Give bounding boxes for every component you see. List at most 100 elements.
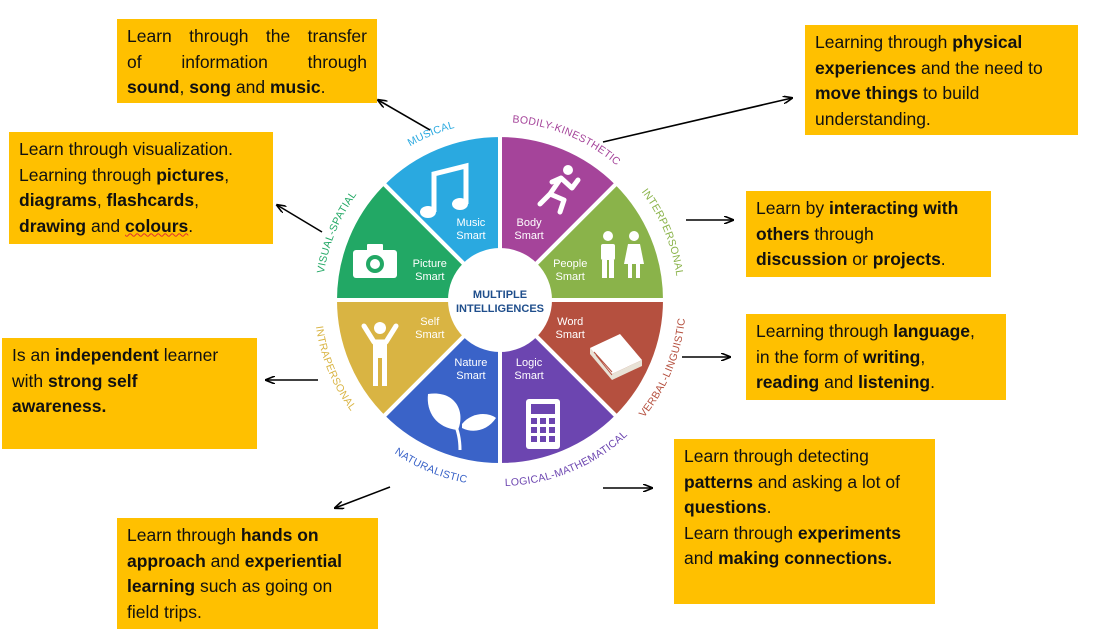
- intra-bold: strong self: [47, 370, 138, 391]
- nat-bold: learning: [127, 576, 196, 596]
- inter-text: Learn by: [756, 198, 829, 218]
- nat-text: and: [205, 550, 245, 571]
- inter-text: .: [940, 249, 946, 269]
- logic-bold: making connections.: [718, 548, 893, 568]
- musical-text: and: [231, 77, 270, 97]
- visual-spatial-description-box: Learn through visualization. Learning th…: [9, 132, 273, 244]
- inter-bold: interacting with: [828, 198, 959, 218]
- logic-text: Learn through: [684, 522, 798, 543]
- book-icon: [590, 334, 642, 380]
- visual-line1: Learn through visualization.: [19, 139, 234, 159]
- verbal-text: .: [930, 372, 935, 392]
- segment-label-people: People: [553, 258, 587, 270]
- musical-bold-music: music: [270, 77, 321, 97]
- visual-text: ,: [96, 190, 107, 210]
- naturalistic-description-box: Learn through hands on approach and expe…: [117, 518, 378, 629]
- inter-text: through: [809, 223, 874, 244]
- musical-description-box: Learn through the transfer of informatio…: [117, 19, 377, 103]
- self-person-icon: [361, 322, 399, 386]
- intra-bold: independent: [54, 345, 159, 365]
- verbal-text: in the form of: [756, 346, 863, 367]
- verbal-text: ,: [920, 346, 926, 367]
- leaf-icon: [427, 393, 496, 451]
- logical-mathematical-description-box: Learn through detecting patterns and ask…: [674, 439, 935, 604]
- musical-text: ,: [179, 77, 185, 97]
- visual-text: .: [188, 215, 194, 236]
- segment-label-nature: Smart: [456, 370, 485, 382]
- nat-bold: hands on: [240, 525, 319, 545]
- nat-text: Learn through: [127, 525, 241, 545]
- logic-bold: experiments: [797, 522, 901, 543]
- logic-text: and asking a lot of: [753, 471, 900, 492]
- intra-text: learner: [158, 345, 219, 365]
- verbal-text: ,: [970, 321, 975, 341]
- segment-label-word: Word: [557, 316, 583, 328]
- music-note-icon: [420, 162, 469, 218]
- logic-text: and: [684, 548, 719, 568]
- visual-text: and: [86, 215, 126, 236]
- segment-label-picture: Smart: [415, 271, 444, 283]
- segment-label-music: Music: [457, 217, 486, 229]
- nat-text: such as going on: [195, 576, 333, 596]
- visual-text: Learning through: [19, 164, 157, 185]
- logic-text: .: [766, 497, 772, 517]
- segment-label-body: Body: [517, 217, 543, 229]
- visual-text: ,: [194, 190, 199, 210]
- verbal-bold: reading: [756, 372, 820, 392]
- bodily-text: Learning through: [815, 32, 953, 52]
- center-title-line2: INTELLIGENCES: [456, 303, 544, 315]
- arrow-visual: [277, 205, 323, 233]
- logic-bold: questions: [684, 497, 767, 517]
- verbal-bold: listening: [858, 372, 931, 392]
- arrow-musical: [378, 100, 431, 131]
- segment-label-logic: Smart: [514, 370, 543, 382]
- bodily-bold: physical: [952, 32, 1023, 52]
- inter-text: or: [847, 249, 873, 269]
- camera-icon: [353, 244, 397, 278]
- center-title-line1: MULTIPLE: [473, 289, 527, 301]
- arrow-naturalistic: [335, 486, 391, 508]
- musical-line2: of information through: [127, 51, 367, 72]
- logic-text: Learn through detecting: [684, 446, 869, 466]
- bodily-text: to build: [918, 83, 980, 103]
- bodily-text: understanding.: [815, 108, 931, 129]
- inter-bold: projects: [872, 249, 941, 269]
- musical-bold-song: song: [189, 77, 232, 97]
- intra-text: Is an: [12, 345, 55, 365]
- segment-label-logic: Logic: [516, 357, 543, 369]
- segment-label-nature: Nature: [454, 357, 487, 369]
- bodily-kinesthetic-description-box: Learning through physical experiences an…: [805, 25, 1078, 135]
- segment-label-word: Smart: [556, 329, 585, 341]
- center-circle: [448, 248, 552, 352]
- segment-label-body: Smart: [514, 230, 543, 242]
- segment-label-picture: Picture: [413, 258, 447, 270]
- intra-bold: awareness.: [12, 396, 107, 416]
- nat-text: field trips.: [127, 601, 202, 622]
- segment-label-self: Smart: [415, 329, 444, 341]
- segment-label-self: Self: [420, 316, 440, 328]
- verbal-linguistic-description-box: Learning through language, in the form o…: [746, 314, 1006, 400]
- musical-line1: Learn through the transfer: [127, 26, 367, 46]
- musical-bold-sound: sound: [127, 77, 180, 97]
- musical-text: .: [320, 77, 326, 97]
- segment-label-people: Smart: [556, 271, 585, 283]
- visual-bold: colours: [125, 215, 189, 236]
- people-icon: [601, 231, 644, 278]
- visual-bold: diagrams: [19, 190, 97, 210]
- nat-bold: experiential: [244, 550, 342, 571]
- visual-bold: drawing: [19, 215, 87, 236]
- verbal-text: Learning through: [756, 321, 894, 341]
- intra-text: with: [12, 370, 48, 391]
- arrow-bodily: [602, 98, 792, 143]
- nat-bold: approach: [127, 550, 206, 571]
- visual-bold: pictures: [156, 164, 225, 185]
- segment-label-music: Smart: [456, 230, 485, 242]
- logic-bold: patterns: [684, 471, 754, 492]
- visual-bold: flashcards: [106, 190, 195, 210]
- visual-text: ,: [224, 164, 230, 185]
- intrapersonal-description-box: Is an independent learner with strong se…: [2, 338, 257, 449]
- verbal-bold: writing: [863, 346, 921, 367]
- running-person-icon: [537, 165, 581, 215]
- verbal-text: and: [819, 372, 859, 392]
